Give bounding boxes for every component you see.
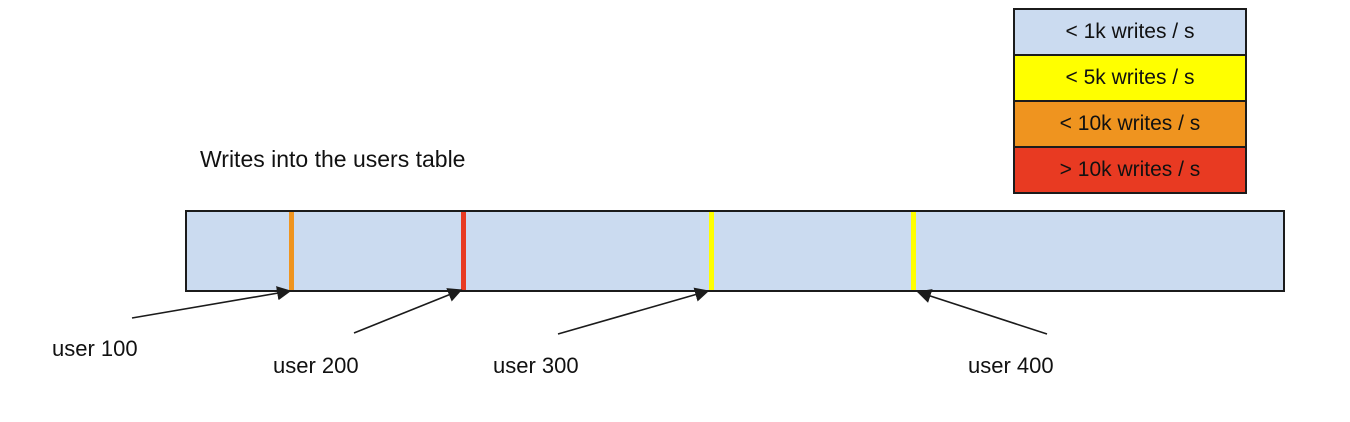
arrow-user-100 xyxy=(131,286,292,319)
write-rate-marker-user-200 xyxy=(461,212,466,290)
diagram-title: Writes into the users table xyxy=(200,146,466,172)
legend-item-gt-10k: > 10k writes / s xyxy=(1013,146,1247,194)
arrow-user-400 xyxy=(916,289,1048,335)
legend-item-lt-10k: < 10k writes / s xyxy=(1013,100,1247,148)
user-label-300: user 300 xyxy=(493,353,579,378)
user-label-100: user 100 xyxy=(52,336,138,361)
user-label-400: user 400 xyxy=(968,353,1054,378)
legend-label-lt-1k: < 1k writes / s xyxy=(1065,20,1195,43)
user-label-200: user 200 xyxy=(273,353,359,378)
legend-item-lt-1k: < 1k writes / s xyxy=(1013,8,1247,56)
legend-item-lt-5k: < 5k writes / s xyxy=(1013,54,1247,102)
arrow-user-300 xyxy=(557,287,710,335)
legend-label-gt-10k: > 10k writes / s xyxy=(1059,158,1201,181)
arrow-user-200 xyxy=(353,288,463,334)
write-rate-marker-user-300 xyxy=(709,212,714,290)
write-rate-marker-user-100 xyxy=(289,212,294,290)
users-table-bar xyxy=(185,210,1285,292)
write-rate-marker-user-400 xyxy=(911,212,916,290)
legend: < 1k writes / s < 5k writes / s < 10k wr… xyxy=(1013,8,1247,194)
legend-label-lt-5k: < 5k writes / s xyxy=(1065,66,1195,89)
legend-label-lt-10k: < 10k writes / s xyxy=(1059,112,1201,135)
